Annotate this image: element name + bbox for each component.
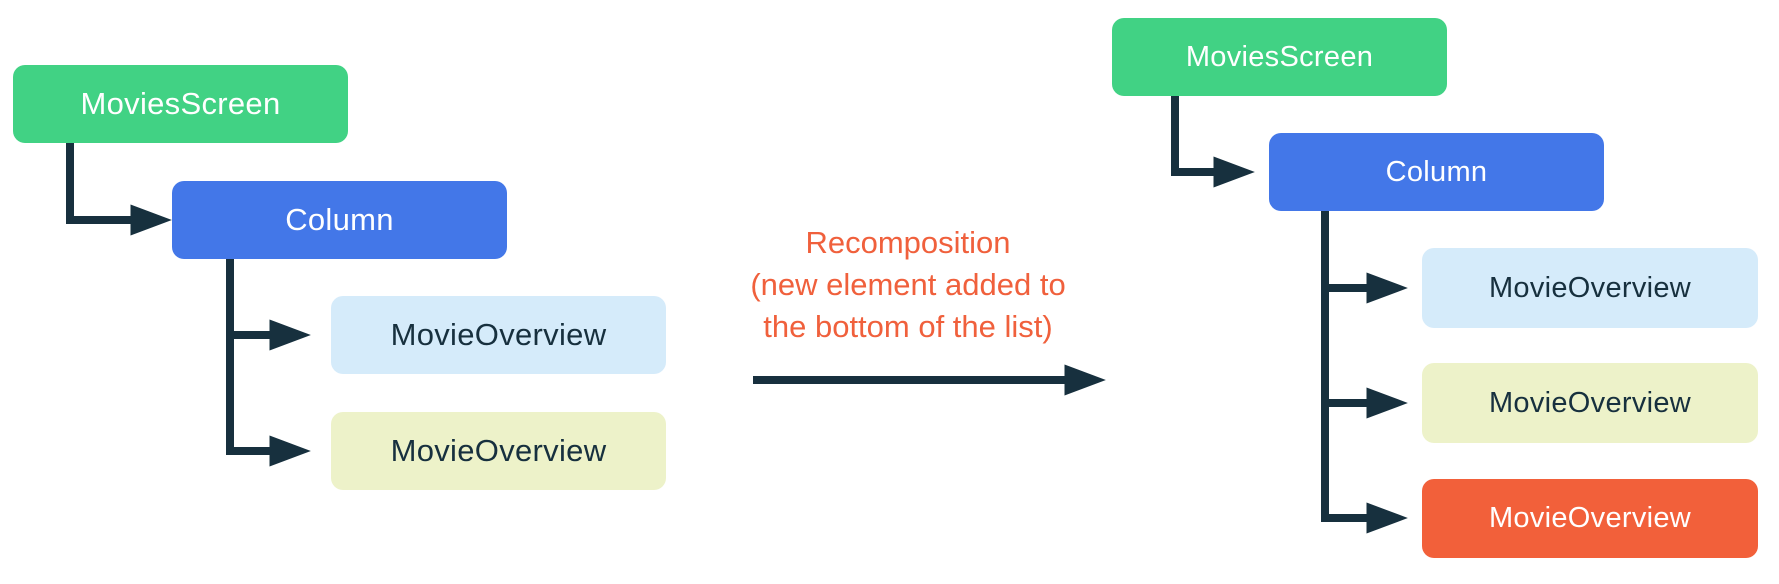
node-movies-screen: MoviesScreen [1112,18,1447,96]
node-movies-screen: MoviesScreen [13,65,348,143]
node-movie-overview-2: MovieOverview [331,412,666,490]
node-movie-overview-2: MovieOverview [1422,363,1758,443]
node-column: Column [172,181,507,259]
caption-line-1: Recomposition [805,225,1011,260]
node-movie-overview-new: MovieOverview [1422,479,1758,558]
left-connector-column-trunk [226,259,311,467]
caption-line-3: the bottom of the list) [763,309,1053,344]
node-movie-overview-1: MovieOverview [331,296,666,374]
node-column: Column [1269,133,1604,211]
left-connector-screen-to-column [66,143,172,236]
node-movie-overview-1: MovieOverview [1422,248,1758,328]
caption-line-2: (new element added to [750,267,1066,302]
right-connector-screen-to-column [1171,96,1255,188]
recomposition-caption: Recomposition (new element added to the … [658,222,1158,348]
right-connector-column-trunk [1321,211,1408,534]
